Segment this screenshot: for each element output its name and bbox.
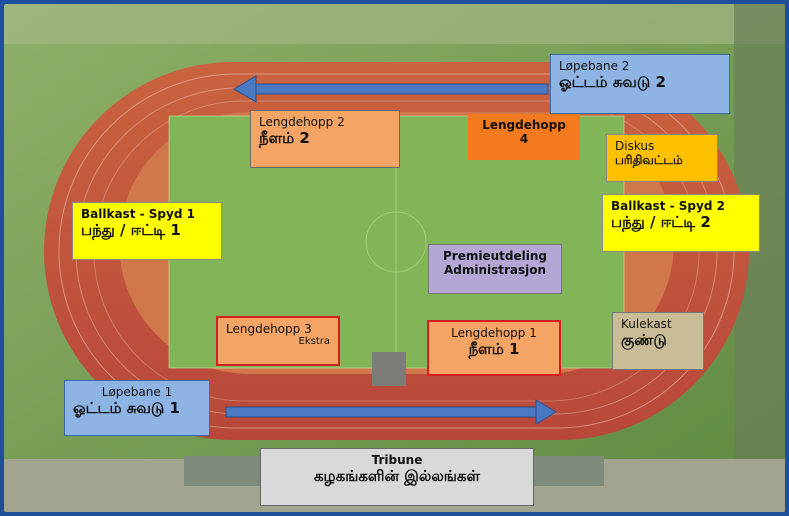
shed: [372, 352, 406, 386]
label-lengdehopp-1: Lengdehopp 1 நீளம் 1: [427, 320, 561, 376]
label-line2: பந்து / ஈட்டி 2: [611, 213, 711, 232]
label-tribune: Tribune கழகங்களின் இல்லங்கள்: [260, 448, 534, 506]
label-line2: குண்டு: [621, 331, 667, 350]
label-line2: பந்து / ஈட்டி 1: [81, 221, 181, 240]
label-line1: Løpebane 1: [101, 385, 173, 399]
aerial-photo: Løpebane 2 ஓட்டம் சுவடு 2 Lengdehopp 2 ந…: [4, 4, 785, 512]
top-road: [4, 4, 785, 44]
center-circle: [365, 211, 427, 273]
label-line2: பரிதிவட்டம்: [615, 153, 683, 168]
label-line2: Ekstra: [298, 336, 330, 348]
grandstand-left: [184, 456, 264, 486]
label-lengdehopp-4: Lengdehopp 4: [468, 114, 580, 160]
label-line2: நீளம் 1: [468, 340, 520, 359]
label-diskus: Diskus பரிதிவட்டம்: [606, 134, 718, 182]
label-line1: Premieutdeling: [443, 249, 547, 263]
label-line1: Lengdehopp 2: [259, 115, 345, 129]
label-line2: ஓட்டம் சுவடு 1: [73, 399, 180, 418]
label-line1: Lengdehopp 3: [226, 322, 312, 336]
label-line1: Ballkast - Spyd 1: [81, 207, 195, 221]
label-ballkast-spyd-2: Ballkast - Spyd 2 பந்து / ஈட்டி 2: [602, 194, 760, 252]
label-kulekast: Kulekast குண்டு: [612, 312, 704, 370]
label-premieutdeling: Premieutdeling Administrasjon: [428, 244, 562, 294]
label-line1: Ballkast - Spyd 2: [611, 199, 725, 213]
arrow-right: [225, 399, 557, 425]
label-line2: கழகங்களின் இல்லங்கள்: [313, 467, 481, 486]
label-line1: Tribune: [371, 453, 423, 467]
grandstand-right: [534, 456, 604, 486]
arrow-left: [233, 75, 549, 103]
label-line1: Lengdehopp 4: [482, 118, 566, 147]
label-line1: Lengdehopp 1: [451, 326, 537, 340]
label-ballkast-spyd-1: Ballkast - Spyd 1 பந்து / ஈட்டி 1: [72, 202, 222, 260]
label-lopebane-2: Løpebane 2 ஓட்டம் சுவடு 2: [550, 54, 730, 114]
label-line2: Administrasjon: [443, 263, 547, 278]
label-line1: Diskus: [615, 139, 655, 153]
label-lopebane-1: Løpebane 1 ஓட்டம் சுவடு 1: [64, 380, 210, 436]
label-lengdehopp-2: Lengdehopp 2 நீளம் 2: [250, 110, 400, 168]
label-line2: நீளம் 2: [259, 129, 310, 148]
label-line1: Kulekast: [621, 317, 672, 331]
label-lengdehopp-3: Lengdehopp 3 Ekstra: [216, 316, 340, 366]
label-line1: Løpebane 2: [559, 59, 630, 73]
label-line2: ஓட்டம் சுவடு 2: [559, 73, 666, 92]
